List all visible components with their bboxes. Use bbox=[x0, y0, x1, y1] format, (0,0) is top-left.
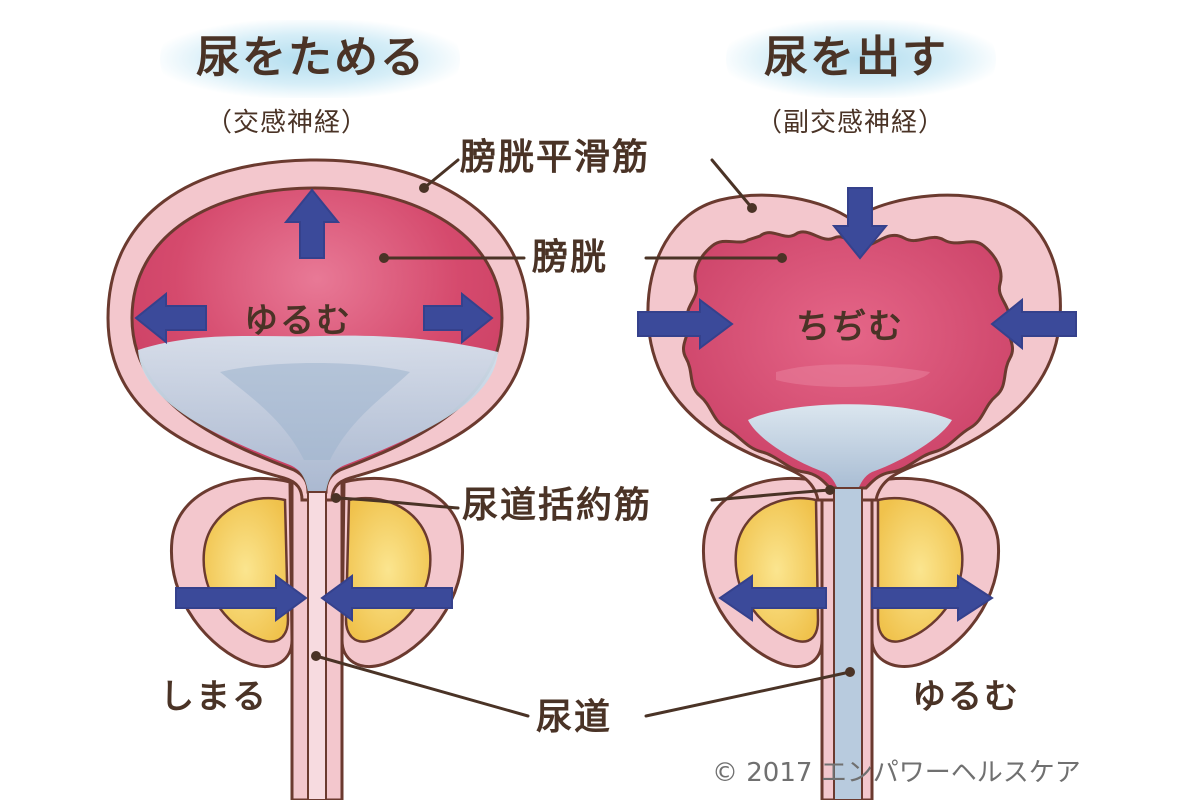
leader-detrusor-left bbox=[422, 158, 460, 190]
left-sphincter-state: しまる bbox=[160, 677, 268, 717]
copyright-text: © 2017 エンパワーヘルスケア bbox=[712, 758, 1081, 788]
right-bladder-arrows bbox=[637, 187, 1077, 351]
left-sphincter-arrows bbox=[175, 574, 453, 622]
right-bladder-state: ちぢむ bbox=[796, 307, 904, 347]
left-title-background bbox=[160, 20, 460, 98]
leader-sphincter-right bbox=[710, 488, 832, 502]
right-arrow-inward-left bbox=[637, 298, 734, 350]
left-arrow-inward-right bbox=[320, 574, 453, 622]
leader-urethra-right bbox=[644, 670, 852, 718]
right-title: 尿を出す bbox=[764, 32, 948, 83]
label-bladder: 膀胱 bbox=[532, 237, 609, 278]
left-arrow-inward-left bbox=[175, 574, 308, 622]
right-arrow-outward-left bbox=[718, 574, 827, 622]
left-arrow-up bbox=[283, 188, 341, 259]
left-subtitle: （交感神経） bbox=[206, 108, 369, 138]
left-bladder-arrows bbox=[134, 188, 494, 345]
right-subtitle: （副交感神経） bbox=[756, 108, 946, 138]
leader-detrusor-right bbox=[710, 158, 754, 210]
left-bladder-state: ゆるむ bbox=[244, 301, 352, 341]
left-title: 尿をためる bbox=[196, 32, 426, 83]
leader-dots bbox=[311, 183, 855, 677]
label-urethra: 尿道 bbox=[536, 697, 613, 738]
right-sphincter-state: ゆるむ bbox=[912, 677, 1020, 717]
left-arrow-right bbox=[423, 291, 494, 345]
label-detrusor: 膀胱平滑筋 bbox=[460, 137, 651, 178]
label-sphincter: 尿道括約筋 bbox=[462, 485, 653, 526]
right-arrow-down bbox=[831, 187, 889, 260]
left-arrow-left bbox=[134, 291, 207, 345]
right-title-background bbox=[726, 20, 996, 98]
right-arrow-inward-right bbox=[990, 297, 1077, 351]
right-diagram bbox=[637, 187, 1077, 800]
right-sphincter-arrows bbox=[718, 574, 994, 622]
leader-lines bbox=[314, 158, 852, 718]
leader-urethra-left bbox=[314, 654, 530, 718]
right-arrow-outward-right bbox=[871, 574, 994, 622]
left-diagram bbox=[106, 158, 530, 800]
leader-sphincter-left bbox=[334, 496, 460, 510]
